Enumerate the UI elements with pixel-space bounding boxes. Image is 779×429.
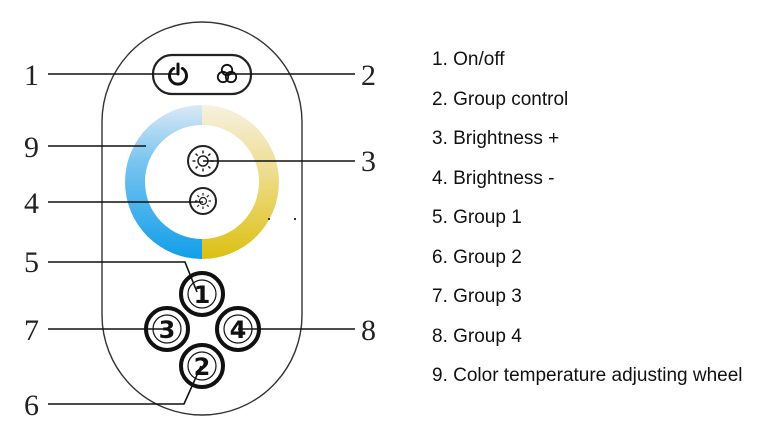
legend-item-1: 1. On/off [432, 49, 505, 70]
callout-3: 3 [361, 145, 376, 178]
legend-item-8: 8. Group 4 [432, 325, 522, 347]
callout-4: 4 [24, 187, 39, 220]
callout-5: 5 [24, 246, 39, 279]
on-off-button[interactable] [168, 62, 188, 86]
legend-item-6: 6. Group 2 [432, 246, 522, 268]
sun-icon [192, 150, 214, 172]
wheel-cool-half [125, 105, 202, 259]
three-circles-icon [216, 63, 238, 84]
legend-item-7: 7. Group 3 [432, 286, 522, 307]
group-1-button[interactable]: 1 [179, 271, 225, 317]
legend-item-2: 2. Group control [432, 88, 569, 110]
callout-7: 7 [24, 314, 39, 347]
legend-item-4: 4. Brightness - [432, 167, 555, 189]
power-icon [168, 62, 188, 86]
wheel-warm-half [202, 105, 279, 259]
legend-item-5: 5. Group 1 [432, 207, 522, 228]
leader-lines [48, 73, 355, 405]
brightness-minus-button[interactable] [189, 187, 217, 215]
legend-list: 1. On/off 2. Group control 3. Brightness… [432, 46, 743, 402]
legend-item-3: 3. Brightness + [432, 128, 560, 149]
tick-marks [268, 218, 296, 220]
small-sun-icon [195, 193, 211, 209]
callout-2: 2 [361, 59, 376, 92]
color-temperature-wheel[interactable] [125, 105, 279, 259]
leader-line-5 [48, 261, 198, 293]
group-4-label: 4 [230, 316, 247, 344]
group-3-label: 3 [159, 316, 176, 344]
callout-9: 9 [24, 131, 39, 164]
group-control-button[interactable] [216, 63, 238, 84]
callout-6: 6 [24, 389, 39, 422]
legend-item-9: 9. Color temperature adjusting wheel [432, 365, 743, 386]
group-1-label: 1 [194, 281, 211, 309]
callout-1: 1 [24, 59, 39, 92]
group-2-button[interactable]: 2 [179, 343, 225, 389]
callout-8: 8 [361, 314, 376, 347]
leader-line-6 [48, 365, 202, 405]
